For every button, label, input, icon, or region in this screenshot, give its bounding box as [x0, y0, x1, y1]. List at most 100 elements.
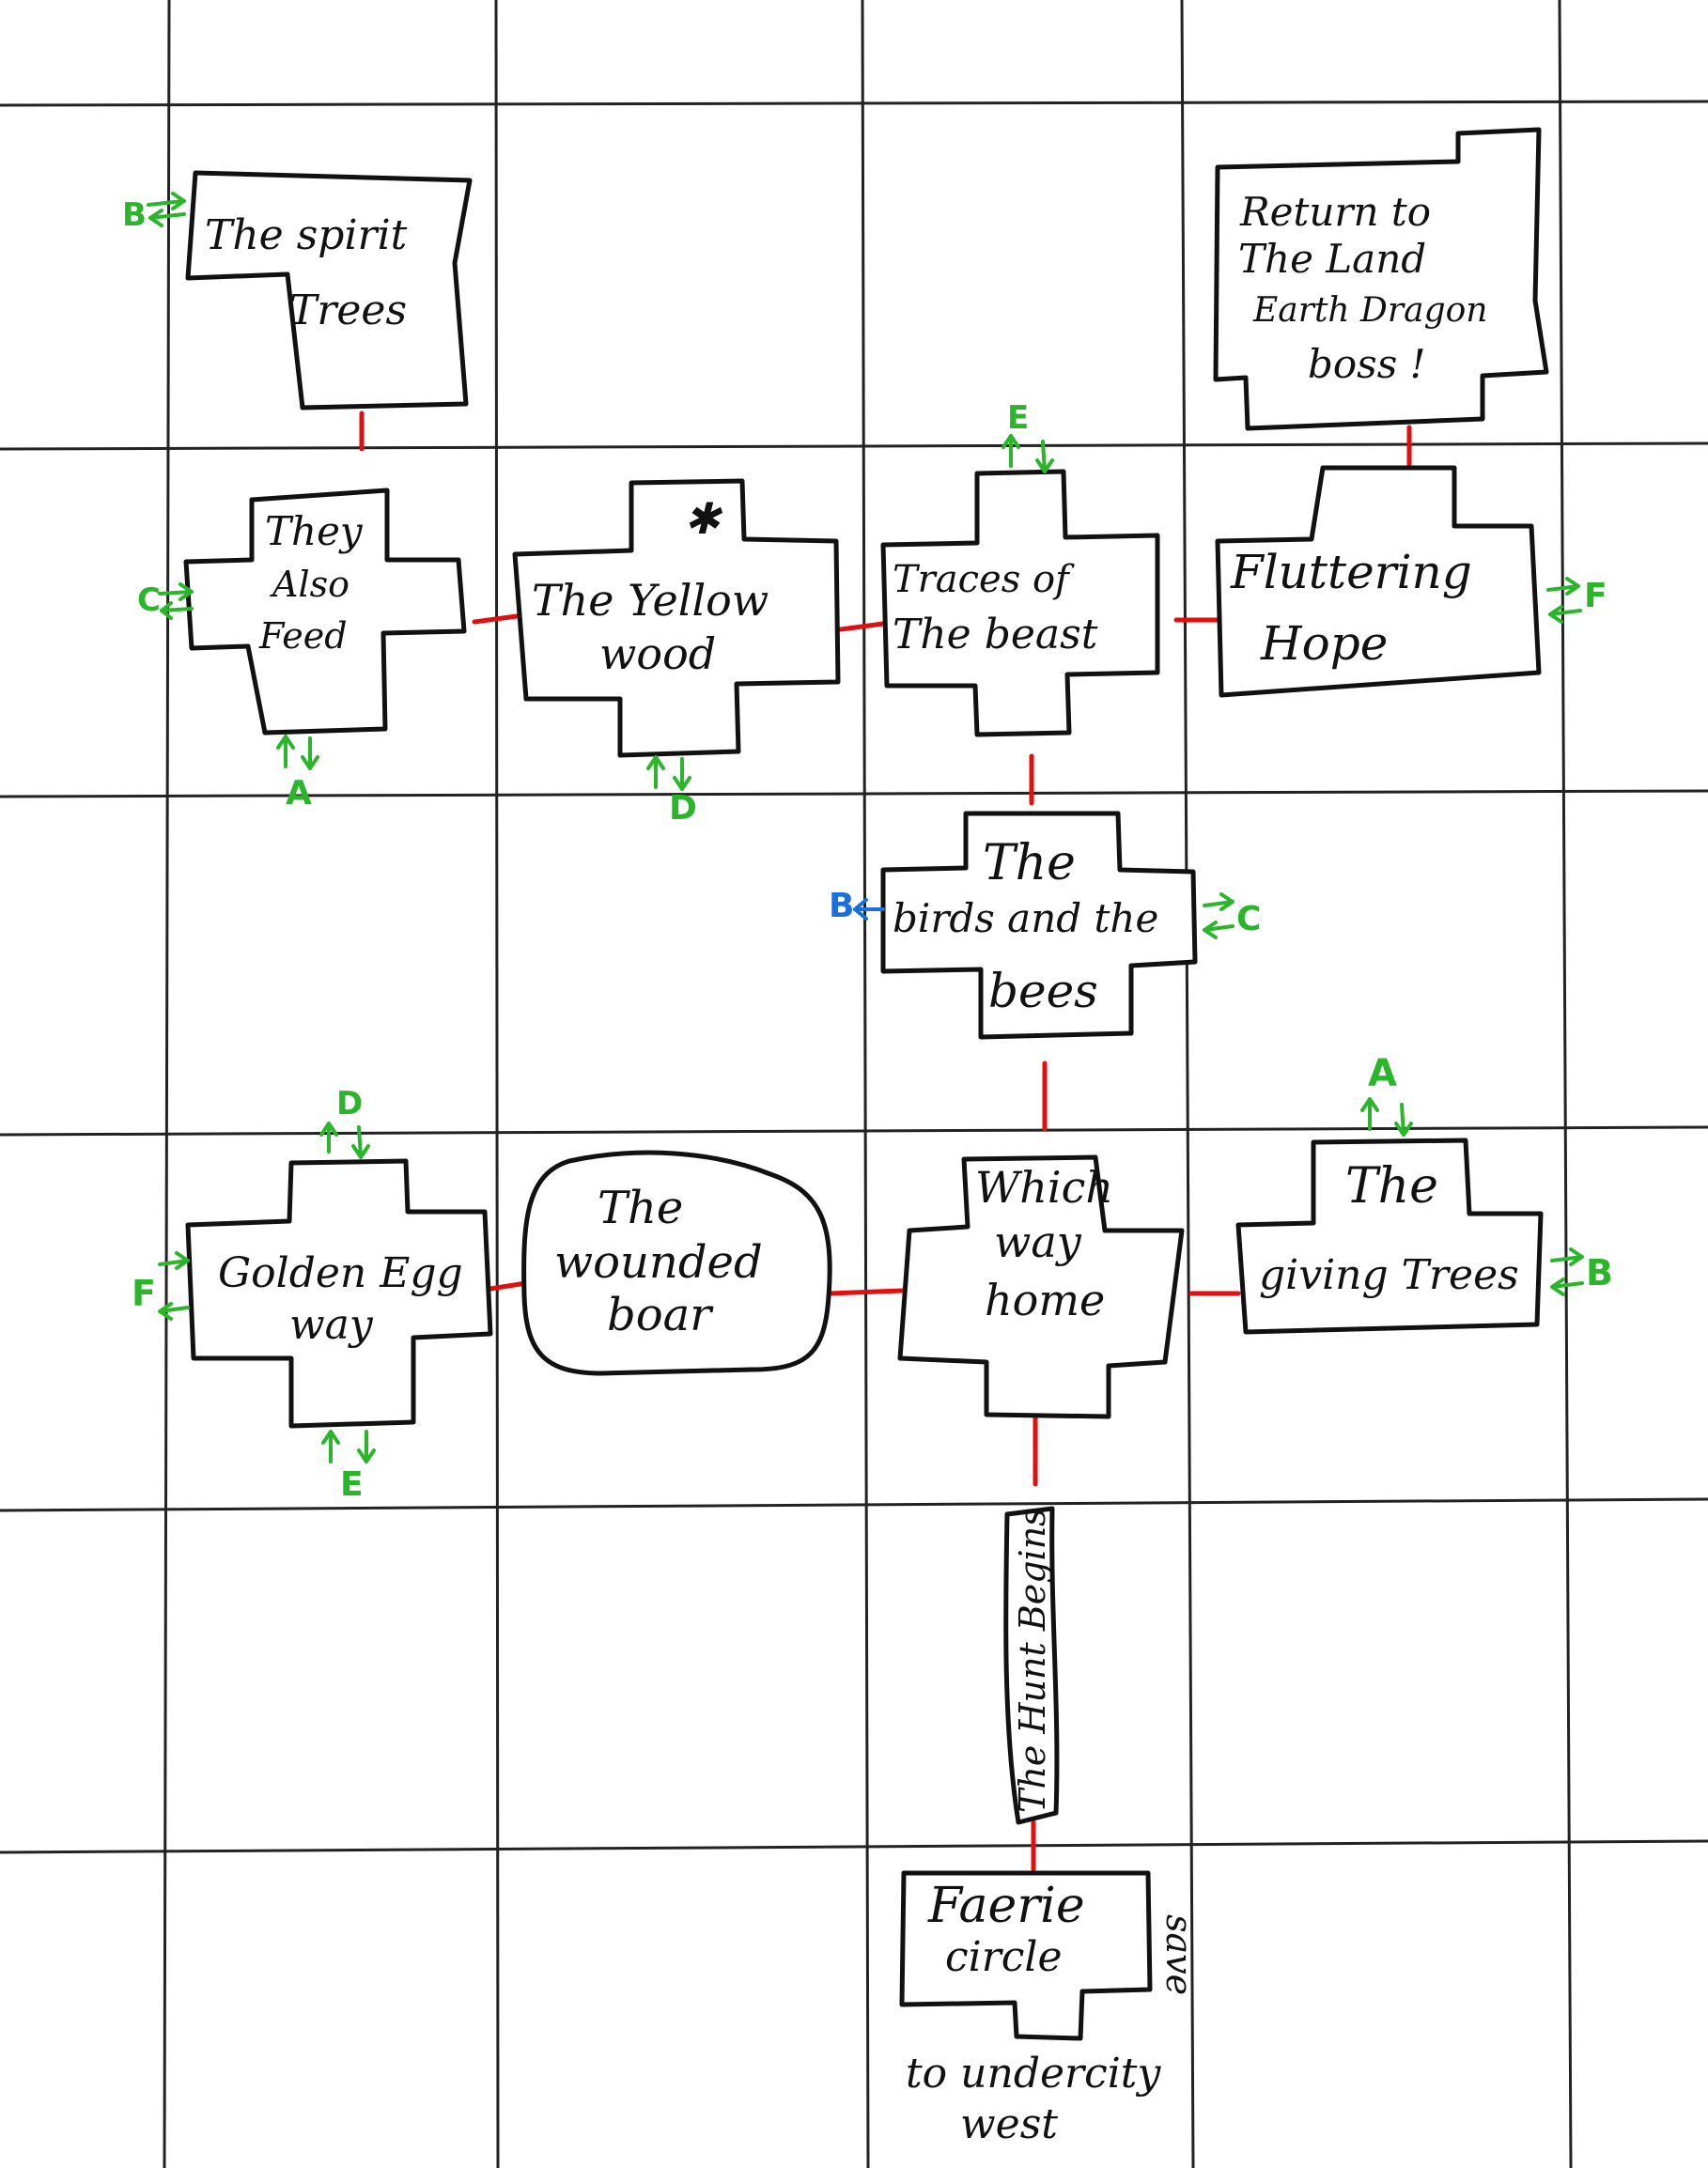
exit-note-line: to undercity: [906, 2050, 1161, 2098]
room-return-land[interactable]: Return to The Land Earth Dragon boss !: [1213, 127, 1549, 431]
room-label: Traces of: [893, 558, 1075, 601]
exit-marker-yellow-south: D: [646, 755, 697, 828]
svg-text:The Hunt Begins: The Hunt Begins: [1012, 1508, 1053, 1813]
room-label: The: [598, 1182, 683, 1234]
room-birds-bees-shape: [880, 811, 1198, 1040]
room-label: The: [983, 835, 1076, 891]
grid-h-line: [0, 441, 1708, 451]
double-arrow-icon: [158, 1251, 190, 1321]
room-traces-beast[interactable]: Traces of The beast: [880, 469, 1160, 737]
room-label: The Yellow: [532, 575, 769, 626]
svg-text:The wounded boar: The wounded boar: [554, 1182, 777, 1341]
room-label: boss !: [1308, 341, 1426, 387]
exit-letter: E: [1007, 399, 1029, 437]
room-birds-bees[interactable]: The birds and the bees: [880, 811, 1198, 1040]
double-arrow-icon: [319, 1122, 370, 1159]
arrow-left-icon: [853, 898, 885, 921]
exit-marker-golden-north: D: [319, 1085, 370, 1159]
room-label: Feed: [258, 615, 348, 657]
grid-v-line: [494, 0, 500, 2168]
exit-letter: E: [340, 1465, 364, 1504]
room-giving-trees[interactable]: The giving Trees: [1235, 1138, 1544, 1335]
room-label: wounded: [554, 1236, 763, 1289]
exit-marker-birds-west: B: [829, 887, 885, 925]
room-return-land-shape: [1213, 127, 1549, 431]
room-wounded-boar-shape: [521, 1150, 832, 1376]
room-label: way: [994, 1216, 1082, 1267]
svg-text:Traces of The beast: Traces of The beast: [893, 558, 1098, 658]
room-hunt-begins[interactable]: The Hunt Begins: [1003, 1506, 1060, 1825]
exit-letter: A: [1368, 1052, 1397, 1095]
grid-v-line: [163, 0, 171, 2168]
room-label: giving Trees: [1259, 1251, 1519, 1299]
connector-golden-boar: [488, 1280, 529, 1292]
grid-v-line: [861, 0, 870, 2168]
room-they-also-feed[interactable]: They Also Feed: [183, 488, 467, 736]
double-arrow-icon: [276, 735, 319, 770]
exit-marker-golden-south: E: [321, 1430, 376, 1504]
exit-letter: D: [669, 789, 697, 828]
double-arrow-icon: [1002, 434, 1054, 473]
room-label: The: [1345, 1158, 1438, 1215]
exit-letter: B: [122, 196, 147, 234]
svg-text:Fluttering Hope: Fluttering Hope: [1230, 545, 1487, 671]
svg-text:Which way home: Which way home: [975, 1162, 1127, 1325]
exit-marker-giving-north: A: [1360, 1052, 1413, 1137]
svg-text:Golden Egg way: Golden Egg way: [218, 1249, 476, 1349]
save-label: save: [1158, 1914, 1200, 1995]
room-wounded-boar[interactable]: The wounded boar: [521, 1150, 832, 1376]
exit-letter: C: [1236, 900, 1261, 938]
room-label: wood: [599, 628, 716, 679]
svg-text:The giving Trees: The giving Trees: [1259, 1158, 1519, 1299]
exit-letter: D: [336, 1085, 363, 1123]
room-faerie-circle[interactable]: Faerie circle: [899, 1870, 1153, 2041]
room-label: Which: [975, 1162, 1113, 1213]
double-arrow-icon: [1546, 577, 1582, 624]
room-label: birds and the: [893, 895, 1158, 941]
double-arrow-icon: [321, 1430, 376, 1463]
room-label: Trees: [289, 286, 407, 334]
room-giving-trees-shape: [1235, 1138, 1544, 1335]
double-arrow-icon: [1550, 1247, 1584, 1296]
room-label: The spirit: [205, 211, 408, 259]
room-golden-egg-shape: [185, 1158, 493, 1429]
room-label: The Land: [1238, 236, 1426, 282]
room-label: circle: [945, 1933, 1063, 1981]
room-fluttering-hope[interactable]: Fluttering Hope: [1215, 465, 1542, 698]
grid-h-line: [0, 100, 1708, 107]
room-label: bees: [988, 964, 1098, 1018]
room-label: Also: [270, 564, 349, 605]
svg-text:Return to The Land: Return to The Land Earth Dragon boss !: [1238, 189, 1500, 387]
exit-marker-birds-east: C: [1203, 892, 1261, 939]
room-label: Golden Egg: [218, 1249, 463, 1297]
grid-h-line: [0, 1125, 1708, 1137]
double-arrow-icon: [1360, 1097, 1413, 1137]
exit-letter: A: [286, 774, 312, 813]
exit-marker-giving-east: B: [1550, 1247, 1613, 1296]
grid-v-line: [1558, 0, 1573, 2168]
exit-letter: B: [1586, 1252, 1613, 1293]
room-label: Faerie: [927, 1878, 1085, 1934]
star-icon: ✱: [684, 493, 723, 544]
room-label: The beast: [893, 611, 1098, 658]
room-label: The Hunt Begins: [1012, 1508, 1053, 1813]
room-which-way-home[interactable]: Which way home: [897, 1154, 1185, 1419]
svg-text:The birds and the: The birds and the bees: [893, 835, 1174, 1018]
room-spirit-trees-shape: [185, 170, 473, 410]
double-arrow-icon: [646, 755, 691, 791]
room-label: They: [265, 508, 364, 554]
room-golden-egg[interactable]: Golden Egg way: [185, 1158, 493, 1429]
room-spirit-trees[interactable]: The spirit Trees: [185, 170, 473, 410]
double-arrow-icon: [147, 192, 186, 227]
connectors: [359, 410, 1412, 1872]
exit-letter: F: [132, 1273, 156, 1314]
exit-marker-golden-west: F: [132, 1251, 190, 1321]
svg-text:Faerie circle: Faerie circle: [927, 1878, 1100, 1981]
room-label: Return to: [1239, 189, 1431, 235]
room-yellow-wood[interactable]: The Yellow wood ✱: [512, 478, 841, 758]
exit-letter: C: [137, 581, 161, 619]
room-they-also-feed-shape: [183, 488, 467, 736]
connector-feed-yellow: [472, 613, 520, 625]
